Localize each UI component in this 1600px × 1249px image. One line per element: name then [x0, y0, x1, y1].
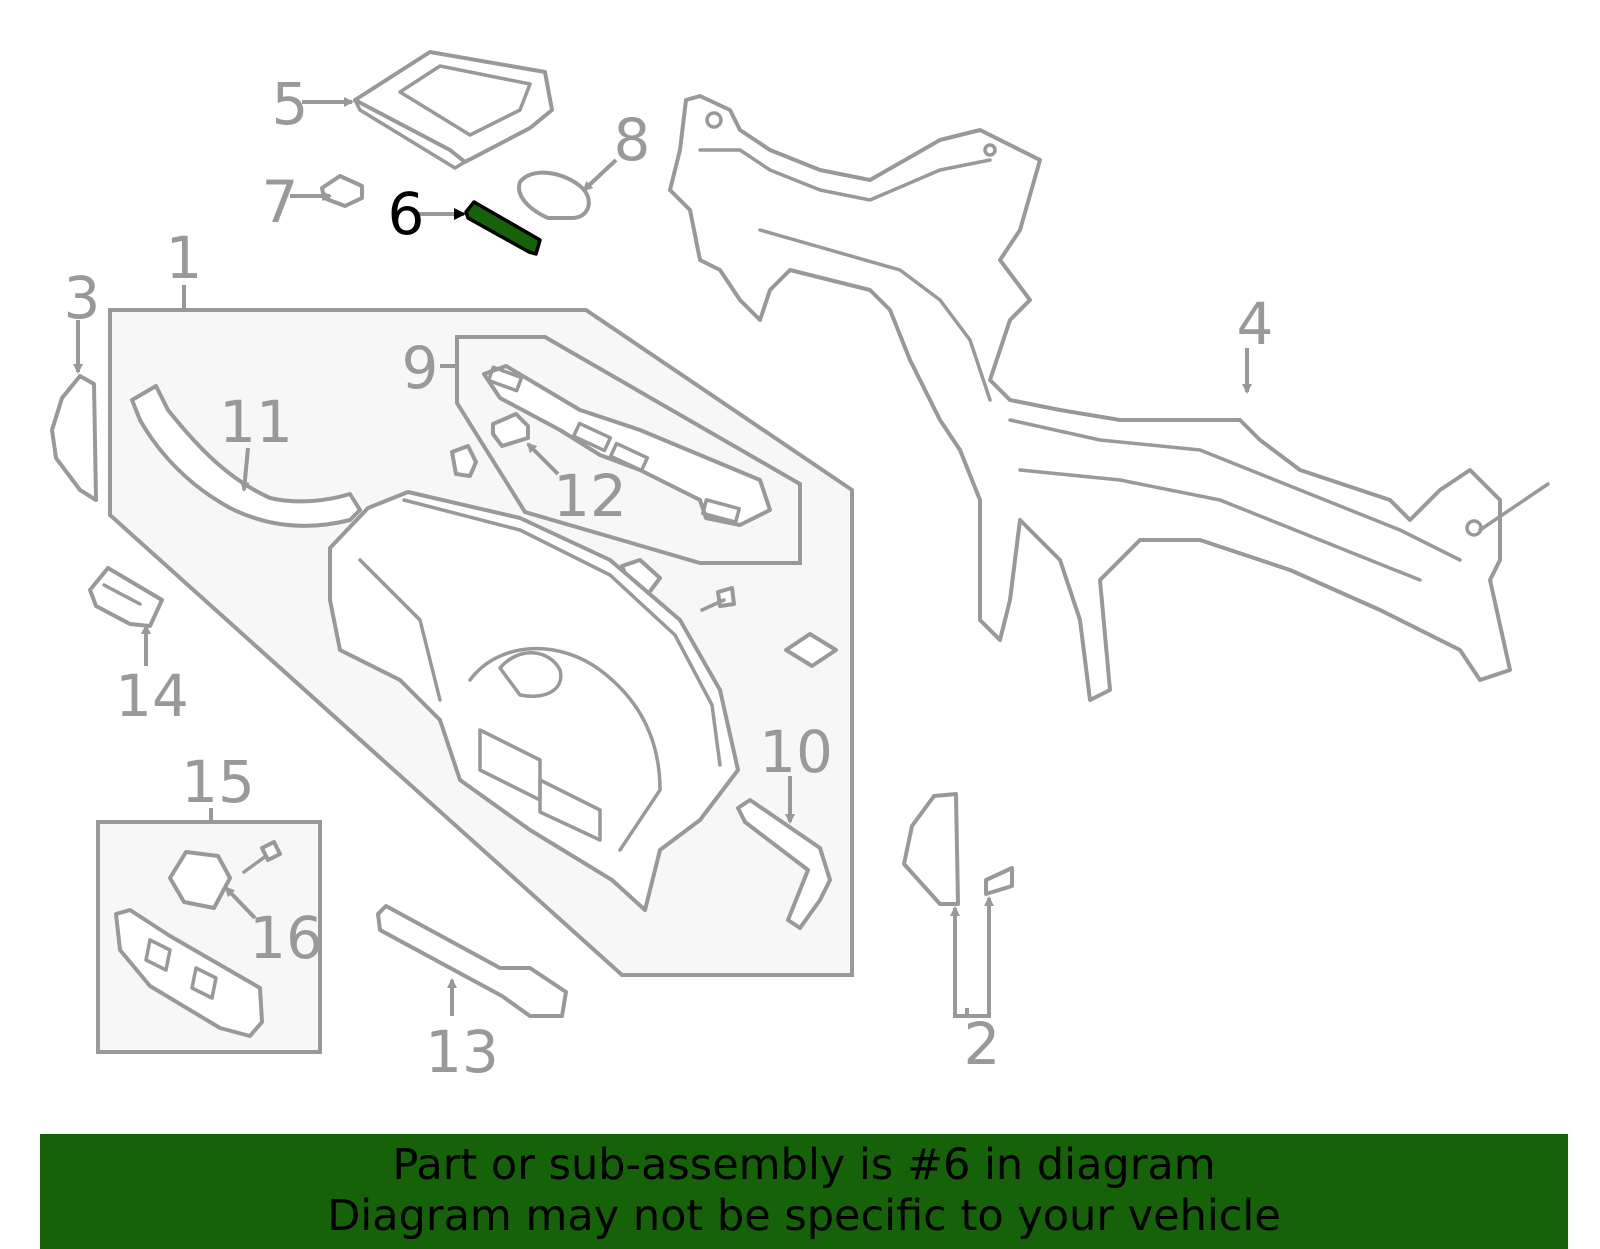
callout-2: 2: [964, 1010, 1001, 1078]
callout-10: 10: [759, 718, 833, 786]
callout-11: 11: [219, 388, 293, 456]
part-11-defroster-duct: [130, 384, 362, 528]
callout-6: 6: [388, 180, 425, 248]
callout-5: 5: [272, 70, 309, 138]
callout-16: 16: [249, 904, 323, 972]
part-13-lower-trim: [376, 904, 568, 1018]
part-7-clip: [320, 174, 364, 208]
part-3-side-trim: [50, 374, 98, 502]
part-5-trim-cover: [353, 50, 554, 170]
callout-9: 9: [402, 334, 439, 402]
part-14-switch: [88, 566, 164, 628]
part-6-bracket-highlighted: [464, 200, 542, 256]
screw: [242, 840, 282, 874]
leader-lines: [73, 97, 1252, 1018]
part-16-bracket: [168, 850, 232, 910]
info-banner: Part or sub-assembly is #6 in diagram Di…: [40, 1134, 1568, 1249]
part-10-duct: [736, 798, 832, 930]
callout-15: 15: [181, 748, 255, 816]
part-12-clip: [491, 412, 530, 448]
part-2-side-panel: [902, 792, 1014, 906]
callout-13: 13: [425, 1018, 499, 1086]
callout-14: 14: [115, 662, 189, 730]
callout-1: 1: [166, 224, 203, 292]
part-8-gasket: [517, 170, 591, 220]
callout-12: 12: [553, 462, 627, 530]
callout-8: 8: [614, 106, 651, 174]
callout-4: 4: [1237, 290, 1274, 358]
part-1-instrument-panel: [328, 490, 740, 912]
part-4-cross-car-beam: [668, 94, 1550, 702]
banner-line-1: Part or sub-assembly is #6 in diagram: [392, 1140, 1216, 1190]
banner-line-2: Diagram may not be specific to your vehi…: [327, 1191, 1281, 1241]
callout-3: 3: [64, 264, 101, 332]
callout-7: 7: [262, 168, 299, 236]
part-9-vent-ducts: [482, 364, 772, 527]
part-15-switch-panel: [114, 908, 264, 1038]
